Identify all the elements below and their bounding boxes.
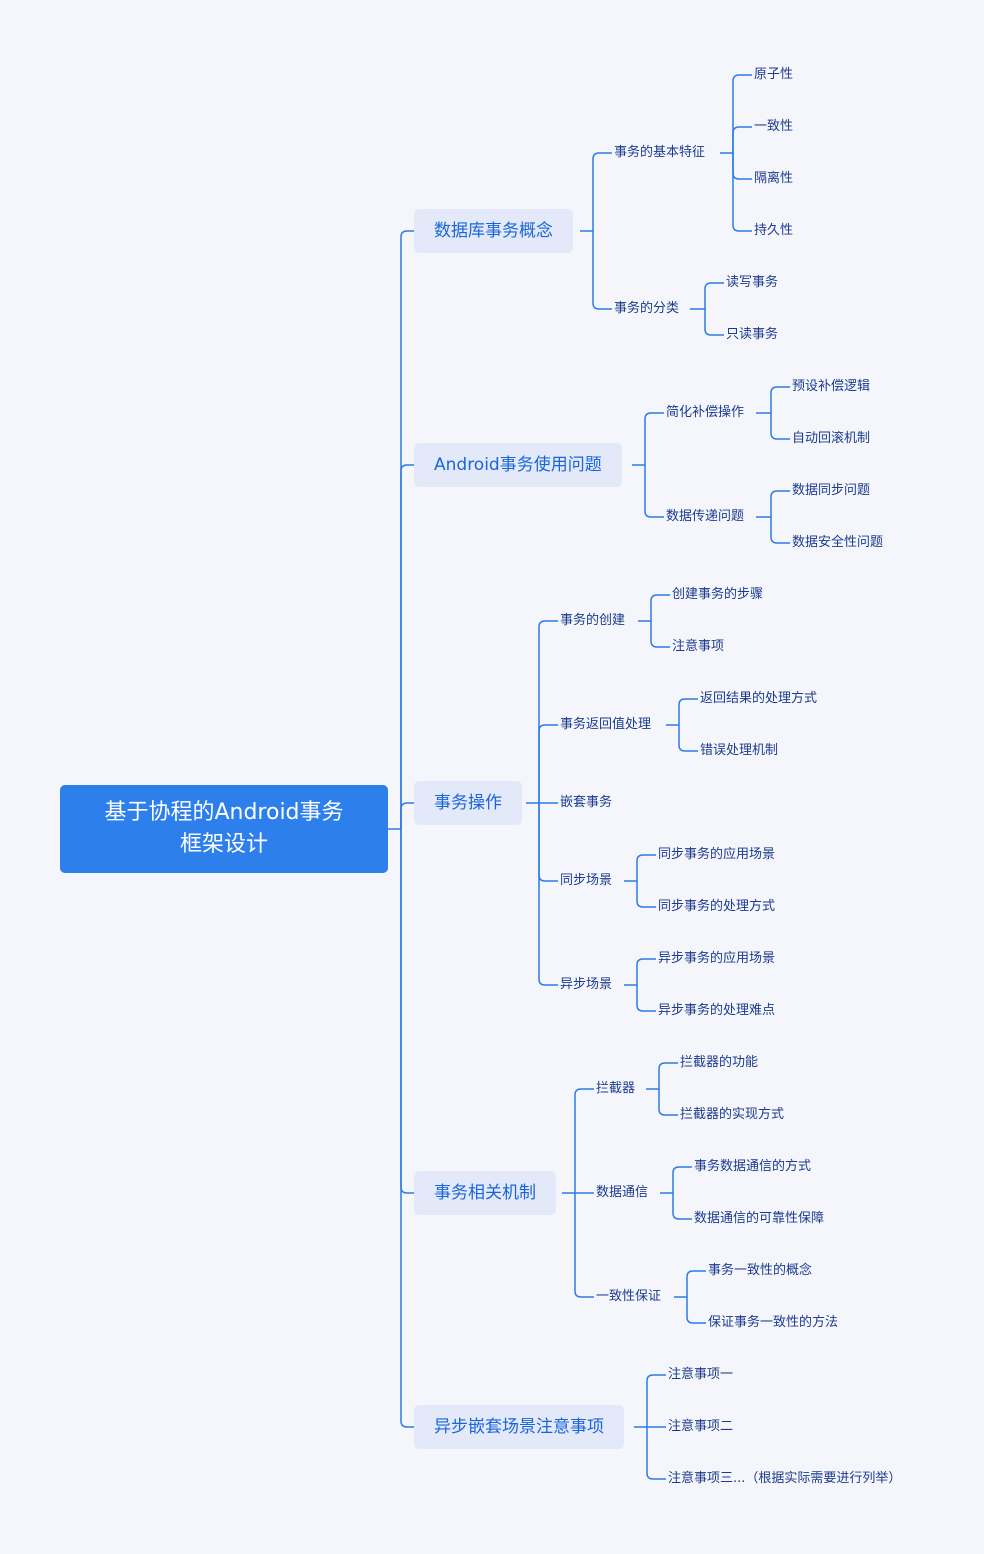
topic-note-2[interactable]: 注意事项二 [668, 1419, 734, 1434]
leaf-read-only[interactable]: 只读事务 [726, 327, 779, 342]
b3-return-link-0 [678, 698, 698, 725]
leaf-async-scenarios[interactable]: 异步事务的应用场景 [658, 951, 776, 966]
topic-note-3[interactable]: 注意事项三...（根据实际需要进行列举） [668, 1471, 902, 1486]
b1-features-link-1 [732, 126, 752, 153]
leaf-error-handling[interactable]: 错误处理机制 [700, 743, 779, 758]
topic-creation[interactable]: 事务的创建 [560, 613, 626, 628]
b2-link-0 [644, 412, 664, 465]
b4-consistency-link-1 [686, 1297, 706, 1324]
b4-comm-link-1 [672, 1193, 692, 1220]
b3-async-link-0 [636, 958, 656, 985]
b1-classes-link-1 [704, 309, 724, 336]
b1-features-link-0 [732, 74, 752, 153]
root-link-0 [400, 230, 414, 829]
leaf-return-handling[interactable]: 返回结果的处理方式 [700, 691, 818, 706]
root-link-1 [400, 464, 414, 829]
root-link-3 [400, 829, 414, 1194]
leaf-data-sync[interactable]: 数据同步问题 [792, 483, 871, 498]
leaf-atomicity[interactable]: 原子性 [754, 67, 794, 82]
b2-comp-link-1 [770, 413, 790, 440]
b2-data-link-0 [770, 490, 790, 517]
b3-async-link-1 [636, 985, 656, 1012]
b4-interceptor-link-1 [658, 1089, 678, 1116]
b1-link-1 [592, 231, 612, 310]
leaf-isolation[interactable]: 隔离性 [754, 171, 794, 186]
b5-link-0 [646, 1374, 666, 1427]
root-title-line-2: 框架设计 [179, 832, 268, 857]
leaf-interceptor-impl[interactable]: 拦截器的实现方式 [680, 1107, 785, 1122]
branch-async-nested-notes[interactable]: 异步嵌套场景注意事项 [414, 1405, 624, 1449]
root-title-line-1: 基于协程的Android事务 [104, 800, 344, 825]
leaf-preset-compensation[interactable]: 预设补偿逻辑 [792, 379, 871, 394]
topic-interceptor[interactable]: 拦截器 [596, 1081, 636, 1096]
b1-classes-link-0 [704, 282, 724, 309]
b1-link-0 [592, 152, 612, 231]
leaf-comm-reliability[interactable]: 数据通信的可靠性保障 [694, 1211, 825, 1226]
root-link-4 [400, 829, 414, 1428]
branch-transaction-concept[interactable]: 数据库事务概念 [414, 209, 573, 253]
root-link-2 [400, 802, 414, 829]
b3-return-link-1 [678, 725, 698, 752]
leaf-creation-steps[interactable]: 创建事务的步骤 [672, 587, 764, 602]
b3-create-link-1 [650, 621, 670, 648]
b4-consistency-link-0 [686, 1270, 706, 1297]
topic-return-value[interactable]: 事务返回值处理 [560, 717, 652, 732]
leaf-consistency[interactable]: 一致性 [754, 119, 794, 134]
leaf-interceptor-function[interactable]: 拦截器的功能 [680, 1055, 759, 1070]
leaf-auto-rollback[interactable]: 自动回滚机制 [792, 431, 871, 446]
b3-link-0 [538, 620, 558, 803]
b2-comp-link-0 [770, 386, 790, 413]
leaf-sync-handling[interactable]: 同步事务的处理方式 [658, 899, 776, 914]
leaf-sync-scenarios[interactable]: 同步事务的应用场景 [658, 847, 776, 862]
topic-sync[interactable]: 同步场景 [560, 873, 613, 888]
topic-data-passing[interactable]: 数据传递问题 [666, 509, 745, 524]
b3-sync-link-1 [636, 881, 656, 908]
branch-android-issues[interactable]: Android事务使用问题 [414, 443, 622, 487]
topic-data-comm[interactable]: 数据通信 [596, 1185, 649, 1200]
topic-nested[interactable]: 嵌套事务 [560, 795, 613, 810]
leaf-consistency-concept[interactable]: 事务一致性的概念 [708, 1263, 813, 1278]
leaf-comm-method[interactable]: 事务数据通信的方式 [694, 1159, 812, 1174]
topic-note-1[interactable]: 注意事项一 [668, 1367, 734, 1382]
b4-link-2 [574, 1193, 594, 1298]
leaf-data-security[interactable]: 数据安全性问题 [792, 535, 884, 550]
leaf-creation-notes[interactable]: 注意事项 [672, 639, 725, 654]
b2-link-1 [644, 465, 664, 518]
branch-mechanisms[interactable]: 事务相关机制 [414, 1171, 556, 1215]
b3-link-3 [538, 803, 558, 882]
b4-comm-link-0 [672, 1166, 692, 1193]
branch-transaction-ops[interactable]: 事务操作 [414, 781, 522, 825]
topic-consistency[interactable]: 一致性保证 [596, 1289, 662, 1304]
leaf-consistency-method[interactable]: 保证事务一致性的方法 [708, 1315, 839, 1330]
b5-link-2 [646, 1427, 666, 1480]
leaf-async-difficulties[interactable]: 异步事务的处理难点 [658, 1003, 776, 1018]
b4-link-0 [574, 1088, 594, 1193]
b2-data-link-1 [770, 517, 790, 544]
leaf-durability[interactable]: 持久性 [754, 223, 794, 238]
b4-interceptor-link-0 [658, 1062, 678, 1089]
topic-simplify-compensation[interactable]: 简化补偿操作 [666, 405, 745, 420]
leaf-read-write[interactable]: 读写事务 [726, 275, 779, 290]
topic-basic-features[interactable]: 事务的基本特征 [614, 145, 706, 160]
b3-link-4 [538, 803, 558, 986]
root-topic[interactable]: 基于协程的Android事务 框架设计 [60, 785, 388, 873]
b3-sync-link-0 [636, 854, 656, 881]
b3-create-link-0 [650, 594, 670, 621]
b3-link-1 [538, 724, 558, 803]
topic-classification[interactable]: 事务的分类 [614, 301, 680, 316]
b1-features-link-3 [732, 153, 752, 232]
b1-features-link-2 [732, 153, 752, 180]
topic-async[interactable]: 异步场景 [560, 977, 613, 992]
